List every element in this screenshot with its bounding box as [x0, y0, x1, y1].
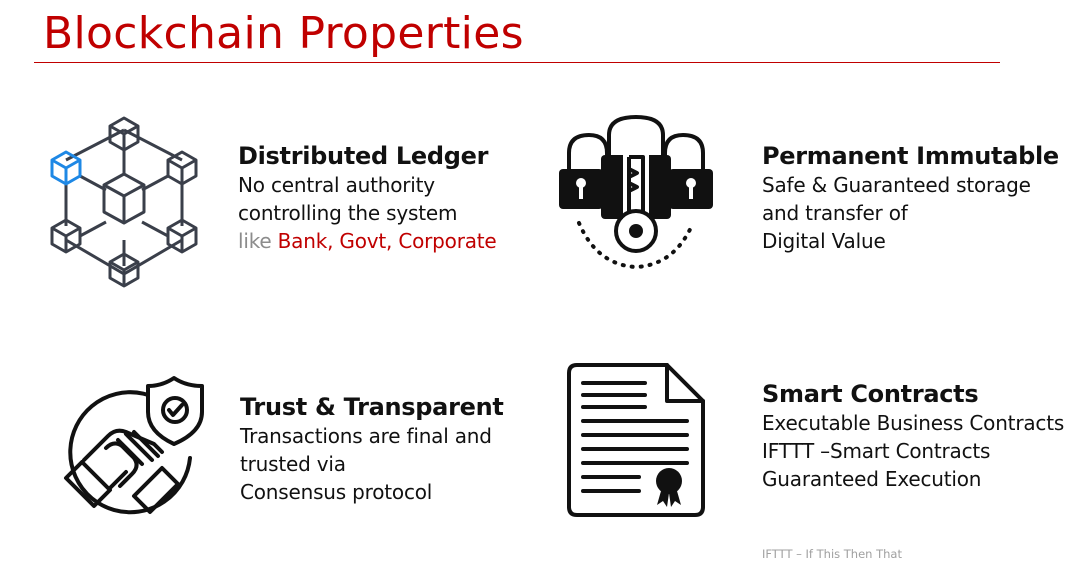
page-title: Blockchain Properties: [43, 8, 524, 59]
property-highlight: Digital Value: [762, 229, 886, 253]
property-heading: Distributed Ledger: [238, 142, 489, 170]
property-highlight: Consensus protocol: [240, 480, 433, 504]
title-divider: [34, 62, 1000, 63]
footnote: IFTTT – If This Then That: [762, 547, 902, 561]
property-heading: Permanent Immutable: [762, 142, 1059, 170]
property-permanent-immutable: Permanent Immutable Safe & Guaranteed st…: [762, 141, 1059, 255]
property-trust-transparent: Trust & Transparent Transactions are fin…: [240, 392, 504, 506]
property-line: controlling the system: [238, 201, 458, 225]
property-smart-contracts: Smart Contracts Executable Business Cont…: [762, 379, 1064, 493]
property-line-prefix: like: [238, 229, 278, 253]
property-highlight: Bank, Govt, Corporate: [277, 229, 497, 253]
handshake-shield-icon: [64, 376, 204, 515]
property-heading: Smart Contracts: [762, 380, 979, 408]
network-cube-icon: [50, 116, 198, 288]
padlock-key-icon: [559, 114, 713, 270]
property-highlight: Guaranteed Execution: [762, 467, 982, 491]
property-line: Safe & Guaranteed storage: [762, 173, 1031, 197]
property-line: trusted via: [240, 452, 346, 476]
contract-document-icon: [567, 363, 705, 517]
property-distributed-ledger: Distributed Ledger No central authority …: [238, 141, 497, 255]
property-line: IFTTT –Smart Contracts: [762, 439, 991, 463]
property-line: and transfer of: [762, 201, 908, 225]
property-heading: Trust & Transparent: [240, 393, 504, 421]
property-line: Executable Business Contracts: [762, 411, 1065, 435]
property-line: No central authority: [238, 173, 435, 197]
property-line: Transactions are final and: [240, 424, 492, 448]
